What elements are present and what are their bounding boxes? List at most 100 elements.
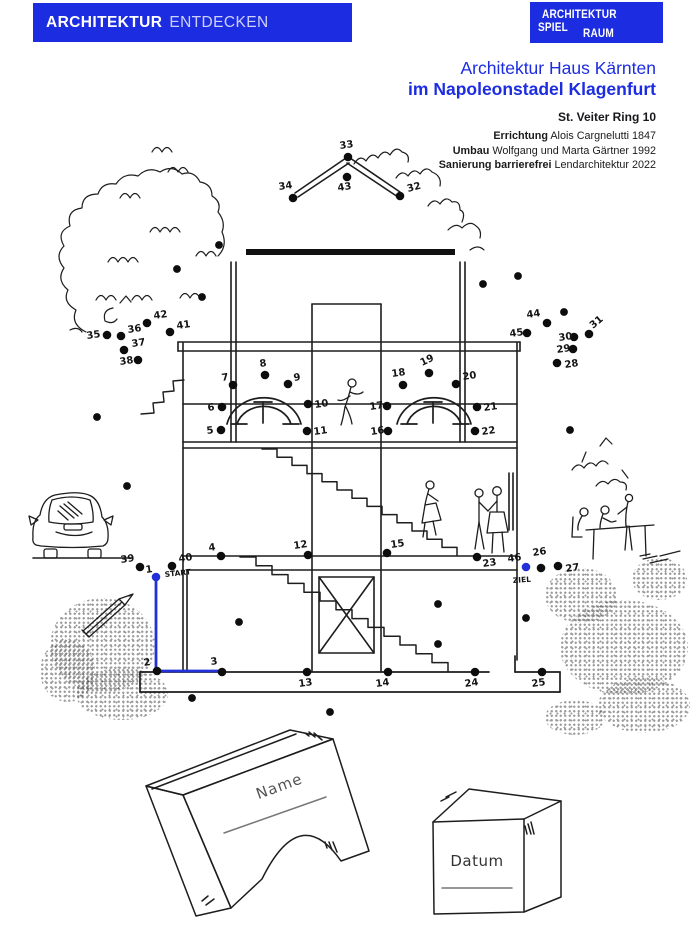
dot-label-2: 2 xyxy=(143,657,151,669)
title-line1: Architektur Haus Kärnten xyxy=(460,58,656,78)
puzzle-dot-1[interactable] xyxy=(151,572,161,582)
dot-label-18: 18 xyxy=(391,367,406,380)
decorative-dot xyxy=(123,482,131,490)
credits-block: Errichtung Alois Cargnelutti 1847 Umbau … xyxy=(439,129,656,173)
spray-texture-right-3 xyxy=(598,678,690,733)
puzzle-dot-8[interactable] xyxy=(260,370,270,380)
puzzle-dot-40[interactable] xyxy=(167,561,177,571)
ziel-label: ZIEL xyxy=(513,575,532,585)
staircase-lower xyxy=(239,556,449,673)
datum-block xyxy=(432,788,562,915)
arch-left xyxy=(226,396,302,425)
puzzle-dot-41[interactable] xyxy=(165,327,175,337)
puzzle-dot-6[interactable] xyxy=(217,402,227,412)
puzzle-dot-33[interactable] xyxy=(343,152,353,162)
puzzle-dot-37[interactable] xyxy=(119,345,129,355)
puzzle-dot-20[interactable] xyxy=(451,379,461,389)
decorative-dot xyxy=(326,708,334,716)
logo-word-raum: RAUM xyxy=(583,26,614,40)
header-banner: ARCHITEKTUR ENTDECKEN xyxy=(33,3,352,42)
tree-left-sketch xyxy=(58,146,225,333)
dot-label-30: 30 xyxy=(558,331,573,344)
dot-label-36: 36 xyxy=(127,323,142,336)
puzzle-dot-24[interactable] xyxy=(470,667,480,677)
puzzle-dot-38[interactable] xyxy=(133,355,143,365)
puzzle-dot-9[interactable] xyxy=(283,379,293,389)
decorative-dot xyxy=(434,600,442,608)
tree-right-sketch xyxy=(353,148,485,251)
puzzle-dot-21[interactable] xyxy=(472,402,482,412)
people-pair xyxy=(474,486,509,554)
name-writing-line[interactable] xyxy=(223,796,327,834)
puzzle-dot-27[interactable] xyxy=(553,561,563,571)
puzzle-dot-23[interactable] xyxy=(472,552,482,562)
puzzle-dot-31[interactable] xyxy=(584,329,594,339)
puzzle-dot-42[interactable] xyxy=(142,318,152,328)
spray-texture-bottom-left-3 xyxy=(40,640,95,702)
puzzle-dot-14[interactable] xyxy=(383,667,393,677)
puzzle-dot-28[interactable] xyxy=(552,358,562,368)
decorative-dot xyxy=(560,308,568,316)
puzzle-dot-25[interactable] xyxy=(537,667,547,677)
puzzle-dot-3[interactable] xyxy=(217,667,227,677)
name-block-label: Name xyxy=(254,770,306,803)
puzzle-dot-45[interactable] xyxy=(522,328,532,338)
dot-label-10: 10 xyxy=(314,398,329,411)
logo-word-spiel: SPIEL xyxy=(538,20,568,34)
puzzle-dot-46[interactable] xyxy=(521,562,531,572)
person-at-arch xyxy=(337,378,364,426)
puzzle-dot-39[interactable] xyxy=(135,562,145,572)
dot-label-26: 26 xyxy=(532,546,547,559)
decorative-dot xyxy=(479,280,487,288)
puzzle-dot-15[interactable] xyxy=(382,548,392,558)
dot-label-27: 27 xyxy=(565,562,580,575)
puzzle-dot-22[interactable] xyxy=(470,426,480,436)
puzzle-dot-16[interactable] xyxy=(383,426,393,436)
puzzle-dot-35[interactable] xyxy=(102,330,112,340)
dot-label-35: 35 xyxy=(86,329,101,342)
puzzle-dot-34[interactable] xyxy=(288,193,298,203)
puzzle-dot-13[interactable] xyxy=(302,667,312,677)
dot-label-16: 16 xyxy=(370,425,385,438)
dot-label-32: 32 xyxy=(406,181,422,195)
building-structure xyxy=(177,303,521,673)
puzzle-dot-10[interactable] xyxy=(303,399,313,409)
decorative-dot xyxy=(522,614,530,622)
puzzle-dot-7[interactable] xyxy=(228,380,238,390)
puzzle-dot-2[interactable] xyxy=(152,666,162,676)
dot-label-34: 34 xyxy=(278,180,293,193)
dot-label-5: 5 xyxy=(206,425,214,437)
dot-label-21: 21 xyxy=(483,401,498,414)
puzzle-dot-4[interactable] xyxy=(216,551,226,561)
dot-label-19: 19 xyxy=(419,353,436,369)
dot-label-12: 12 xyxy=(293,539,308,552)
credit-sanierung: Sanierung barrierefrei Lendarchitektur 2… xyxy=(438,159,656,172)
puzzle-dot-36[interactable] xyxy=(116,331,126,341)
dot-label-1: 1 xyxy=(145,564,153,576)
dot-label-29: 29 xyxy=(556,343,571,356)
decorative-dot xyxy=(93,413,101,421)
banner-bold-text: ARCHITEKTUR xyxy=(46,13,163,31)
puzzle-dot-17[interactable] xyxy=(382,401,392,411)
dot-label-6: 6 xyxy=(207,402,215,414)
decorative-dot xyxy=(566,426,574,434)
decorative-dot xyxy=(235,618,243,626)
puzzle-dot-18[interactable] xyxy=(398,380,408,390)
elevator-cab xyxy=(318,576,375,654)
dot-label-37: 37 xyxy=(131,337,146,350)
puzzle-dot-44[interactable] xyxy=(542,318,552,328)
puzzle-dot-43[interactable] xyxy=(342,172,352,182)
puzzle-dot-11[interactable] xyxy=(302,426,312,436)
dot-label-13: 13 xyxy=(298,677,313,690)
puzzle-dot-5[interactable] xyxy=(216,425,226,435)
puzzle-dot-29[interactable] xyxy=(568,344,578,354)
decorative-dot xyxy=(215,241,223,249)
puzzle-dot-12[interactable] xyxy=(303,550,313,560)
puzzle-dot-32[interactable] xyxy=(395,191,405,201)
drawn-blue-line[interactable] xyxy=(154,577,223,673)
puzzle-dot-26[interactable] xyxy=(536,563,546,573)
dot-label-43: 43 xyxy=(337,181,352,194)
puzzle-dot-19[interactable] xyxy=(424,368,434,378)
puzzle-dot-30[interactable] xyxy=(569,332,579,342)
